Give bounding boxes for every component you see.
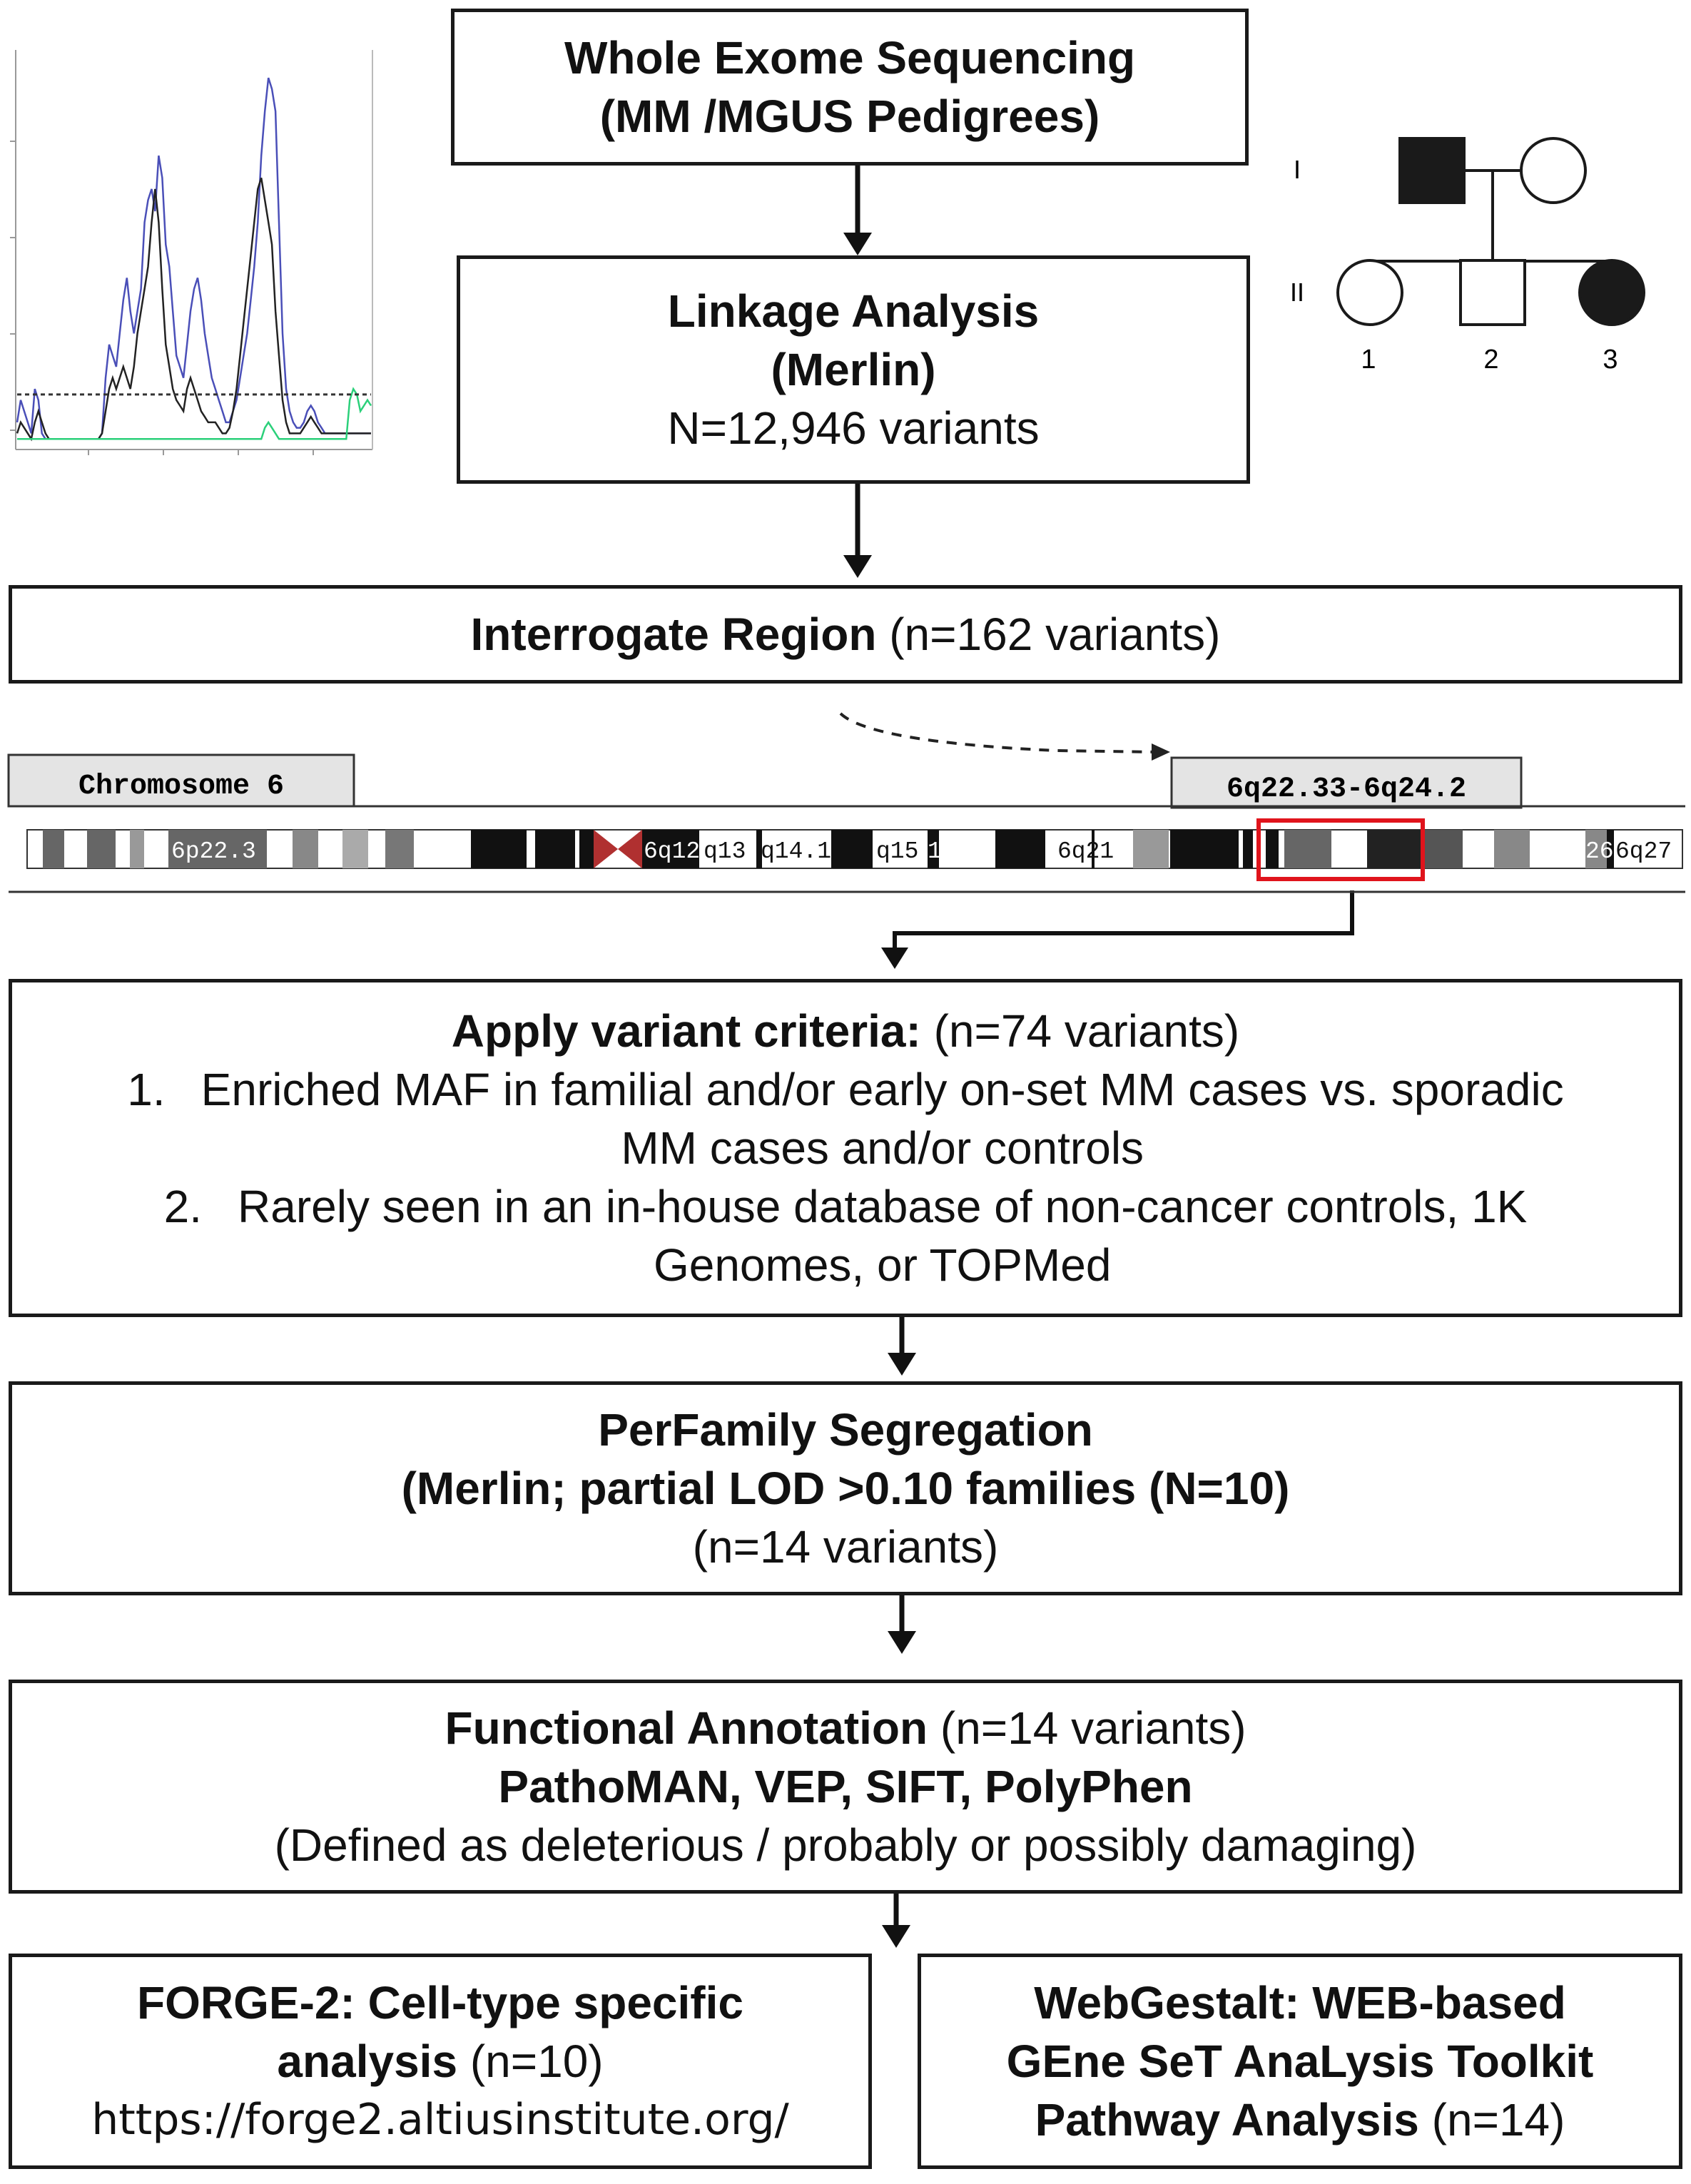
webgestalt-subtitle: GEne SeT AnaLysis Toolkit bbox=[1006, 2036, 1594, 2087]
criteria-item-2-text: Rarely seen in an in-house database of n… bbox=[238, 1177, 1527, 1294]
band-label-q15: q15 bbox=[876, 838, 918, 865]
annotation-definition: (Defined as deleterious / probably or po… bbox=[274, 1819, 1417, 1871]
criteria-item-2-line-1: Rarely seen in an in-house database of n… bbox=[238, 1181, 1528, 1232]
forge-url-link[interactable]: https://forge2.altiusinstitute.org/ bbox=[91, 2095, 789, 2145]
criteria-heading: Apply variant criteria: (n=74 variants) bbox=[452, 1002, 1239, 1060]
mother-unaffected-circle bbox=[1520, 137, 1587, 204]
wes-title: Whole Exome Sequencing bbox=[564, 32, 1136, 83]
step-forge2: FORGE-2: Cell-type specific analysis (n=… bbox=[9, 1954, 872, 2169]
criteria-count: (n=74 variants) bbox=[920, 1005, 1240, 1057]
webgestalt-pathway: Pathway Analysis (n=14) bbox=[1035, 2091, 1565, 2149]
lod-series-group bbox=[16, 77, 372, 442]
annotation-count: (n=14 variants) bbox=[928, 1702, 1246, 1754]
interrogate-text: Interrogate Region (n=162 variants) bbox=[471, 605, 1221, 664]
step-linkage-analysis: Linkage Analysis (Merlin) N=12,946 varia… bbox=[457, 255, 1250, 484]
wes-subtitle: (MM /MGUS Pedigrees) bbox=[599, 91, 1100, 142]
arrow-region-to-criteria bbox=[881, 890, 1354, 969]
criteria-item-1-line-1: Enriched MAF in familial and/or early on… bbox=[200, 1064, 1564, 1115]
step-perfamily-segregation: PerFamily Segregation (Merlin; partial L… bbox=[9, 1381, 1682, 1595]
annotation-heading: Functional Annotation (n=14 variants) bbox=[445, 1699, 1246, 1757]
annotation-title: Functional Annotation bbox=[445, 1702, 928, 1754]
lod-plot-axes bbox=[10, 50, 373, 455]
band-label-6q21: 6q21 bbox=[1057, 838, 1114, 865]
band-label-6p22-3: 6p22.3 bbox=[171, 838, 256, 865]
step-webgestalt: WebGestalt: WEB-based GEne SeT AnaLysis … bbox=[918, 1954, 1682, 2169]
ideogram-bands bbox=[26, 829, 1683, 869]
child-2-label: 2 bbox=[1483, 345, 1498, 375]
webgestalt-title: WebGestalt: WEB-based bbox=[1034, 1977, 1566, 2028]
child-2-unaffected-square bbox=[1459, 259, 1526, 326]
linkage-title: Linkage Analysis bbox=[667, 285, 1040, 337]
interrogate-title: Interrogate Region bbox=[470, 609, 877, 660]
child-1-unaffected-circle bbox=[1336, 259, 1403, 326]
lod-score-plot bbox=[10, 50, 373, 455]
criteria-item-1-text: Enriched MAF in familial and/or early on… bbox=[201, 1060, 1564, 1177]
annotation-tools: PathoMAN, VEP, SIFT, PolyPhen bbox=[498, 1761, 1193, 1812]
criteria-title: Apply variant criteria: bbox=[451, 1005, 921, 1057]
child-3-affected-circle bbox=[1578, 259, 1645, 326]
step-apply-variant-criteria: Apply variant criteria: (n=74 variants) … bbox=[9, 979, 1682, 1317]
arrow-criteria-to-segregation bbox=[888, 1317, 916, 1376]
lod-series-black bbox=[16, 177, 371, 442]
band-label-26: 26 bbox=[1585, 838, 1614, 865]
child-3-label: 3 bbox=[1603, 345, 1618, 375]
linkage-count: N=12,946 variants bbox=[667, 402, 1040, 454]
centromere bbox=[594, 830, 618, 868]
band-label-q14-1: q14.1 bbox=[761, 838, 831, 865]
criteria-item-2-number: 2. bbox=[163, 1181, 203, 1232]
arrow-annotation-to-outputs bbox=[882, 1894, 910, 1948]
lod-series-blue bbox=[16, 77, 371, 440]
chromosome-ideogram: Chromosome 6 6q22.33-6q24.2 bbox=[7, 753, 1685, 893]
linkage-method: (Merlin) bbox=[771, 344, 936, 395]
step-whole-exome-sequencing: Whole Exome Sequencing (MM /MGUS Pedigre… bbox=[451, 9, 1249, 166]
band-label-16-1: 16.1 bbox=[928, 838, 984, 865]
region-highlight-box bbox=[1256, 818, 1425, 881]
ideogram-band-labels: 6p22.3 6q12 q13 q14.1 q15 16.1 6q21 26 6… bbox=[171, 838, 1672, 865]
criteria-item-2-line-2: Genomes, or TOPMed bbox=[653, 1239, 1112, 1291]
band-label-6q12: 6q12 bbox=[644, 838, 700, 865]
arrow-linkage-to-interrogate bbox=[843, 484, 872, 578]
webgestalt-pathway-title: Pathway Analysis bbox=[1035, 2094, 1419, 2145]
step-functional-annotation: Functional Annotation (n=14 variants) Pa… bbox=[9, 1680, 1682, 1894]
arrow-wes-to-linkage bbox=[843, 166, 872, 255]
father-affected-square bbox=[1398, 137, 1466, 204]
criteria-item-1-line-2: MM cases and/or controls bbox=[621, 1122, 1144, 1174]
criteria-item-2: 2. Rarely seen in an in-house database o… bbox=[127, 1177, 1563, 1294]
arrow-segregation-to-annotation bbox=[888, 1595, 916, 1654]
dashed-arrow-to-region bbox=[839, 712, 1170, 761]
lod-series-green bbox=[17, 387, 372, 440]
generation-label-i: I bbox=[1294, 155, 1301, 184]
segregation-count: (n=14 variants) bbox=[692, 1521, 999, 1573]
criteria-item-1: 1. Enriched MAF in familial and/or early… bbox=[127, 1060, 1563, 1177]
step-interrogate-region: Interrogate Region (n=162 variants) bbox=[9, 585, 1682, 684]
interrogate-count: (n=162 variants) bbox=[876, 609, 1221, 660]
region-tab bbox=[1170, 756, 1523, 809]
forge-subtitle: analysis (n=10) bbox=[277, 2032, 603, 2091]
segregation-method: (Merlin; partial LOD >0.10 families (N=1… bbox=[401, 1463, 1290, 1514]
forge-title: FORGE-2: Cell-type specific bbox=[137, 1977, 743, 2028]
criteria-list: 1. Enriched MAF in familial and/or early… bbox=[127, 1060, 1563, 1294]
band-label-q13: q13 bbox=[704, 838, 746, 865]
generation-label-ii: II bbox=[1290, 278, 1304, 307]
chromosome-tab bbox=[7, 753, 355, 808]
segregation-title: PerFamily Segregation bbox=[598, 1404, 1093, 1456]
webgestalt-count: (n=14) bbox=[1418, 2094, 1565, 2145]
forge-analysis: analysis bbox=[277, 2036, 458, 2087]
region-tab-label: 6q22.33-6q24.2 bbox=[1227, 773, 1466, 806]
chromosome-tab-label: Chromosome 6 bbox=[78, 771, 284, 803]
child-1-label: 1 bbox=[1361, 345, 1376, 375]
forge-count: (n=10) bbox=[457, 2036, 604, 2087]
pedigree-chart: I II 1 2 3 bbox=[1290, 137, 1645, 375]
band-label-6q27: 6q27 bbox=[1615, 838, 1672, 865]
criteria-item-1-number: 1. bbox=[127, 1064, 166, 1115]
